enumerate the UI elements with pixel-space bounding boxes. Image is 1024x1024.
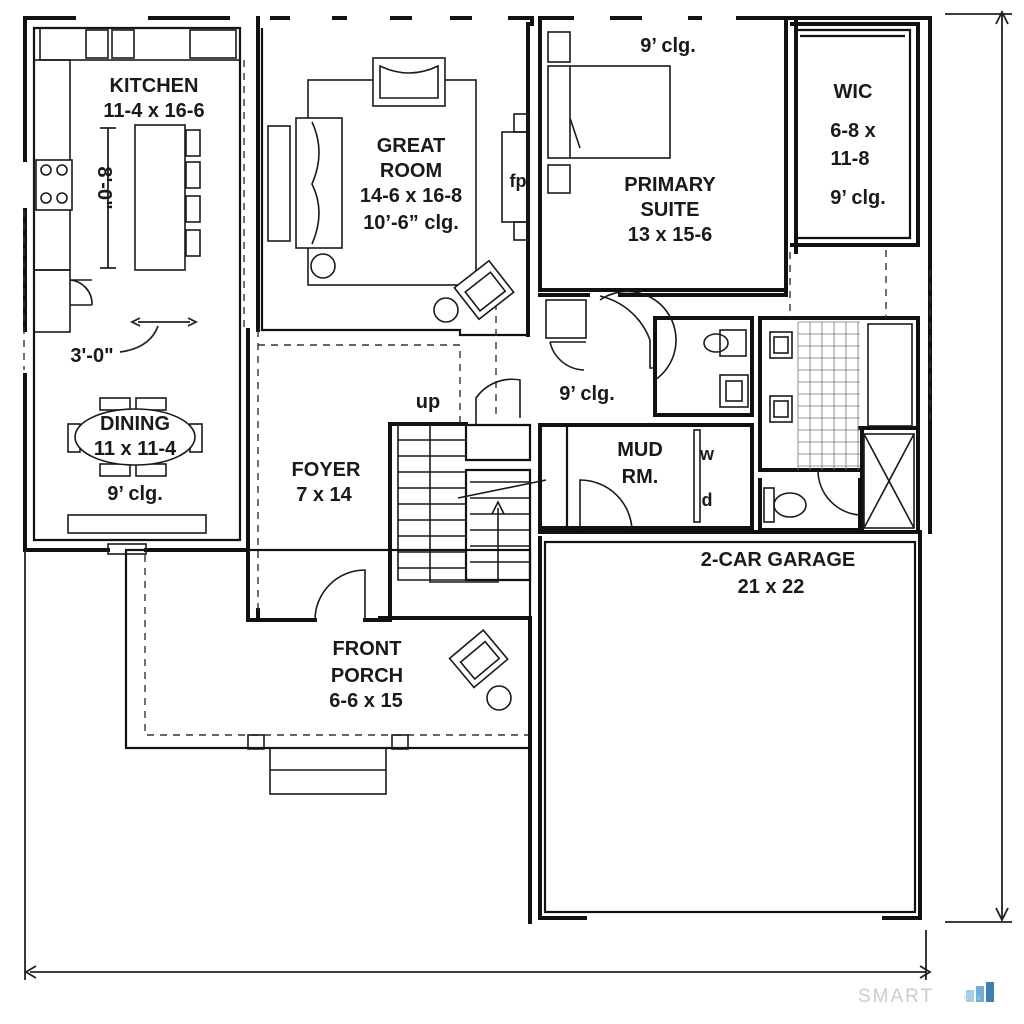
great-room-furniture xyxy=(267,57,529,323)
garage-size: 21 x 22 xyxy=(738,576,805,598)
dining-name: DINING xyxy=(100,413,170,435)
garage-name: 2-CAR GARAGE xyxy=(701,549,855,571)
bathroom-fixtures xyxy=(703,321,915,529)
smart-mls-watermark: SMART MLS xyxy=(858,982,994,1007)
kitchen-size: 11-4 x 16-6 xyxy=(103,100,204,122)
primary-ceiling-label: 9’ clg. xyxy=(640,35,696,57)
interior-walls xyxy=(246,16,920,622)
primary-name-line2: SUITE xyxy=(641,199,700,221)
dryer-label: d xyxy=(702,490,713,510)
front-porch xyxy=(107,543,532,795)
primary-suite-furniture xyxy=(545,31,677,381)
dimension-lines xyxy=(24,9,1012,980)
watermark-text: SMART xyxy=(858,986,934,1007)
garage xyxy=(543,540,917,914)
room-labels: KITCHEN 11-4 x 16-6 GREAT ROOM 14-6 x 16… xyxy=(70,35,885,712)
watermark-suffix: MLS xyxy=(964,996,982,1002)
kitchen-name: KITCHEN xyxy=(110,75,199,97)
porch-name: FRONT xyxy=(333,638,402,660)
clearance-dimension: 3'-0" xyxy=(70,345,113,367)
great-room-ceiling: 10’-6” clg. xyxy=(363,212,459,234)
wic-ceiling: 9’ clg. xyxy=(830,187,886,209)
foyer-name: FOYER xyxy=(292,459,361,481)
great-room-size: 14-6 x 16-8 xyxy=(360,185,462,207)
kitchen-fixtures xyxy=(33,27,241,534)
great-room-name: GREAT xyxy=(377,135,446,157)
washer-label: w xyxy=(699,444,715,464)
wic-size-line2: 11-8 xyxy=(831,148,870,170)
fireplace-label: fp xyxy=(510,171,527,191)
mud-room-name: MUD xyxy=(617,439,663,461)
porch-name-line2: PORCH xyxy=(331,665,403,687)
island-dimension: 8'-0" xyxy=(93,166,115,209)
wic-size: 6-8 x xyxy=(830,120,876,142)
stairs xyxy=(397,378,547,583)
mud-room-fixtures xyxy=(579,429,701,531)
wic-name: WIC xyxy=(834,81,873,103)
primary-size: 13 x 15-6 xyxy=(628,224,713,246)
stair-up-label: up xyxy=(416,391,440,413)
porch-size: 6-6 x 15 xyxy=(329,690,402,712)
hall-ceiling: 9’ clg. xyxy=(559,383,615,405)
great-room-name-line2: ROOM xyxy=(380,160,442,182)
dining-ceiling: 9’ clg. xyxy=(107,483,163,505)
dining-table xyxy=(67,397,203,477)
primary-name: PRIMARY xyxy=(624,174,716,196)
foyer-size: 7 x 14 xyxy=(296,484,352,506)
dining-size: 11 x 11-4 xyxy=(94,438,177,460)
mud-room-name-line2: RM. xyxy=(622,466,659,488)
